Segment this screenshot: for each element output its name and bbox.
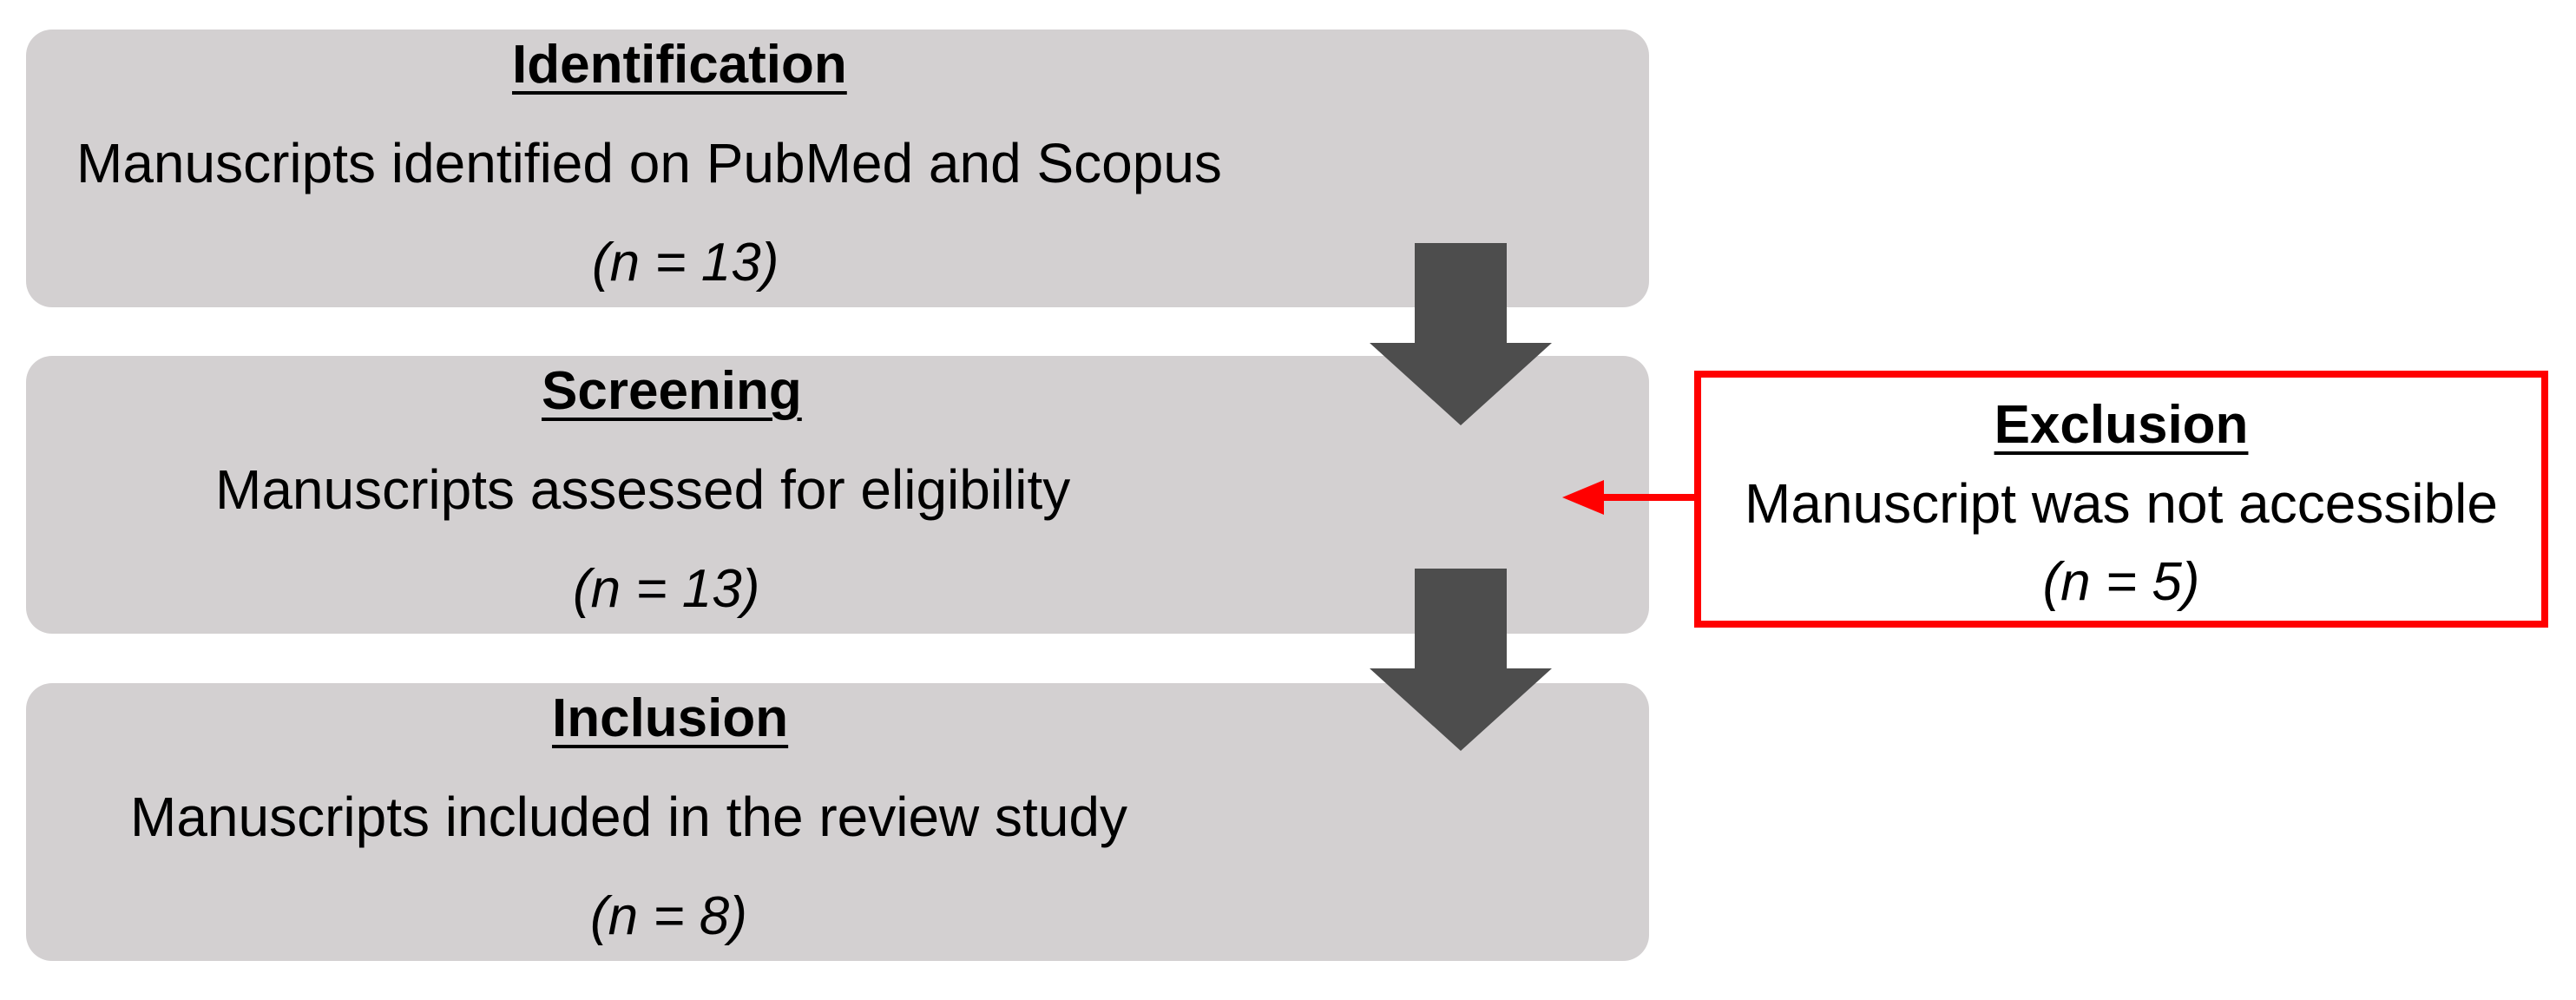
left-arrow-icon (1562, 480, 1701, 515)
screening-box: Screening Manuscripts assessed for eligi… (26, 356, 1649, 634)
inclusion-description: Manuscripts included in the review study (130, 786, 1127, 848)
inclusion-heading: Inclusion (552, 688, 789, 748)
exclusion-description: Manuscript was not accessible (1745, 472, 2498, 535)
down-arrow-icon (1370, 243, 1552, 425)
down-arrow-icon (1370, 569, 1552, 751)
inclusion-box: Inclusion Manuscripts included in the re… (26, 683, 1649, 961)
identification-heading: Identification (512, 35, 847, 95)
identification-count: (n = 13) (592, 233, 779, 293)
exclusion-box: Exclusion Manuscript was not accessible … (1694, 371, 2548, 628)
exclusion-count: (n = 5) (2042, 552, 2200, 612)
screening-description: Manuscripts assessed for eligibility (215, 458, 1071, 521)
inclusion-count: (n = 8) (590, 886, 747, 946)
identification-box: Identification Manuscripts identified on… (26, 30, 1649, 307)
screening-heading: Screening (542, 361, 802, 421)
exclusion-heading: Exclusion (1994, 395, 2249, 455)
screening-count: (n = 13) (573, 559, 760, 619)
identification-description: Manuscripts identified on PubMed and Sco… (76, 132, 1222, 194)
